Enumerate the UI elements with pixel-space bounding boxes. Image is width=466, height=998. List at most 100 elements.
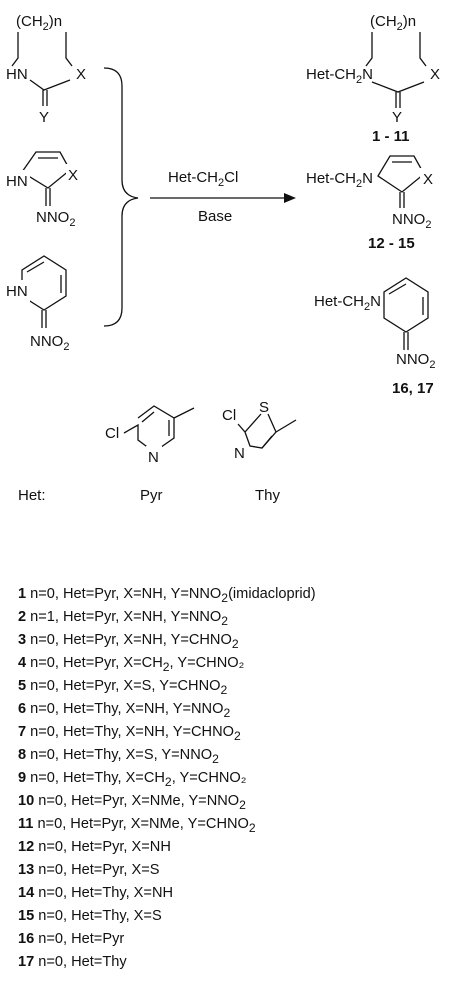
pyr-cl-label: Cl: [105, 425, 119, 442]
het-label: Het:: [18, 487, 46, 504]
product-ring-six: Het-CH2N NNO2 16, 17: [314, 277, 435, 397]
compound-sub: 2: [221, 590, 229, 605]
compound-sub: 2: [248, 820, 256, 835]
thy-n-label: N: [234, 445, 245, 462]
ch2n-label: (CH2)n: [370, 13, 416, 33]
nno2-label: NNO2: [36, 209, 75, 229]
compound-number: 10: [18, 793, 35, 809]
compound-desc: n=0, Het=Pyr, X=S, Y=CHNO: [30, 678, 221, 694]
reagent-label: Het-CH2Cl: [168, 169, 238, 189]
pyridyl-structure: Cl N: [105, 405, 195, 466]
compound-sub: 2: [221, 613, 229, 628]
compound-number: 11: [18, 816, 34, 832]
reaction-scheme: (CH2)n HN X Y HN X NNO2 HN NNO2 Het-CH2C…: [0, 13, 441, 504]
compound-desc: n=0, Het=Thy, X=NH, Y=CHNO: [30, 724, 234, 740]
compound-number: 16: [18, 931, 35, 947]
nno2-label: NNO2: [30, 333, 69, 353]
compound-number: 4: [18, 655, 27, 671]
pyr-label: Pyr: [140, 487, 163, 504]
compound-sub: 2: [239, 797, 246, 812]
compound-number: 5: [18, 678, 27, 694]
x-label: X: [68, 167, 78, 184]
compound-number: 6: [18, 701, 27, 717]
compound-desc: n=0, Het=Pyr, X=NH, Y=CHNO: [30, 632, 232, 648]
compound-number: 12: [18, 839, 35, 855]
base-label: Base: [198, 208, 232, 225]
compound-sub: 2: [162, 659, 170, 674]
x-label: X: [423, 171, 433, 188]
compound-sub: 2: [223, 705, 231, 720]
compound-number: 7: [18, 724, 27, 740]
nno2-label: NNO2: [392, 211, 431, 231]
hn-label: HN: [6, 173, 28, 190]
compound-number: 3: [18, 632, 27, 648]
het-ch2-label: Het-CH2N: [314, 293, 381, 313]
compound-desc: n=0, Het=Pyr, X=NH: [38, 839, 171, 855]
x-label: X: [430, 66, 440, 83]
compound-desc: n=0, Het=Thy, X=S, Y=NNO: [30, 747, 213, 763]
compound-number: 8: [18, 747, 27, 763]
brace: [103, 67, 139, 327]
product-ring-generic: (CH2)n Het-CH2N X Y 1 - 11: [306, 13, 440, 145]
het-ch2-label: Het-CH2N: [306, 66, 373, 86]
compound-desc: n=0, Het=Pyr, X=CH: [30, 655, 163, 671]
compound-number: 17: [18, 954, 35, 970]
thiazolyl-structure: Cl S N: [222, 399, 297, 462]
reactant-ring-five: HN X NNO2: [0, 151, 84, 229]
hn-label: HN: [6, 283, 28, 300]
compound-desc: n=0, Het=Thy, X=CH: [30, 770, 165, 786]
compound-sub: 2: [233, 728, 241, 743]
compound-desc: n=0, Het=Thy, X=S: [38, 908, 162, 924]
compound-tail: , Y=CHNO₂: [171, 770, 247, 786]
thy-label: Thy: [255, 487, 281, 504]
x-label: X: [76, 66, 86, 83]
hn-label: HN: [6, 66, 28, 83]
pyr-n-label: N: [148, 449, 159, 466]
compound-desc: n=0, Het=Pyr: [38, 931, 125, 947]
compound-desc: n=0, Het=Pyr, X=S: [38, 862, 160, 878]
compound-desc: n=0, Het=Pyr, X=NMe, Y=NNO: [38, 793, 240, 809]
reactant-ring-generic: (CH2)n HN X Y: [6, 13, 86, 126]
compound-number: 1: [18, 586, 27, 602]
ch2n-label: (CH2)n: [16, 13, 62, 33]
product-ring-five: Het-CH2N X NNO2 12 - 15: [306, 155, 438, 252]
thy-cl-label: Cl: [222, 407, 236, 424]
het-ch2-label: Het-CH2N: [306, 170, 373, 190]
compound-number: 15: [18, 908, 35, 924]
compound-sub: 2: [220, 682, 228, 697]
compound-sub: 2: [212, 751, 219, 766]
compound-desc: n=0, Het=Thy, X=NH: [38, 885, 174, 901]
compound-number: 2: [18, 609, 27, 625]
compound-desc: n=0, Het=Pyr, X=NMe, Y=CHNO: [37, 816, 249, 832]
compound-sub: 2: [231, 636, 239, 651]
reactant-ring-six: HN NNO2: [0, 255, 69, 353]
compound-tail: , Y=CHNO₂: [169, 655, 245, 671]
compound-desc: n=0, Het=Thy: [38, 954, 127, 970]
y-label: Y: [39, 109, 49, 126]
compound-range-label: 1 - 11: [372, 128, 410, 145]
compound-desc: n=1, Het=Pyr, X=NH, Y=NNO: [30, 609, 222, 625]
compound-number: 14: [18, 885, 35, 901]
compound-number: 13: [18, 862, 35, 878]
compound-number: 9: [18, 770, 27, 786]
nno2-label: NNO2: [396, 351, 435, 371]
y-label: Y: [392, 109, 402, 126]
arrow-head: [284, 193, 296, 203]
compound-range-label: 16, 17: [392, 380, 434, 397]
